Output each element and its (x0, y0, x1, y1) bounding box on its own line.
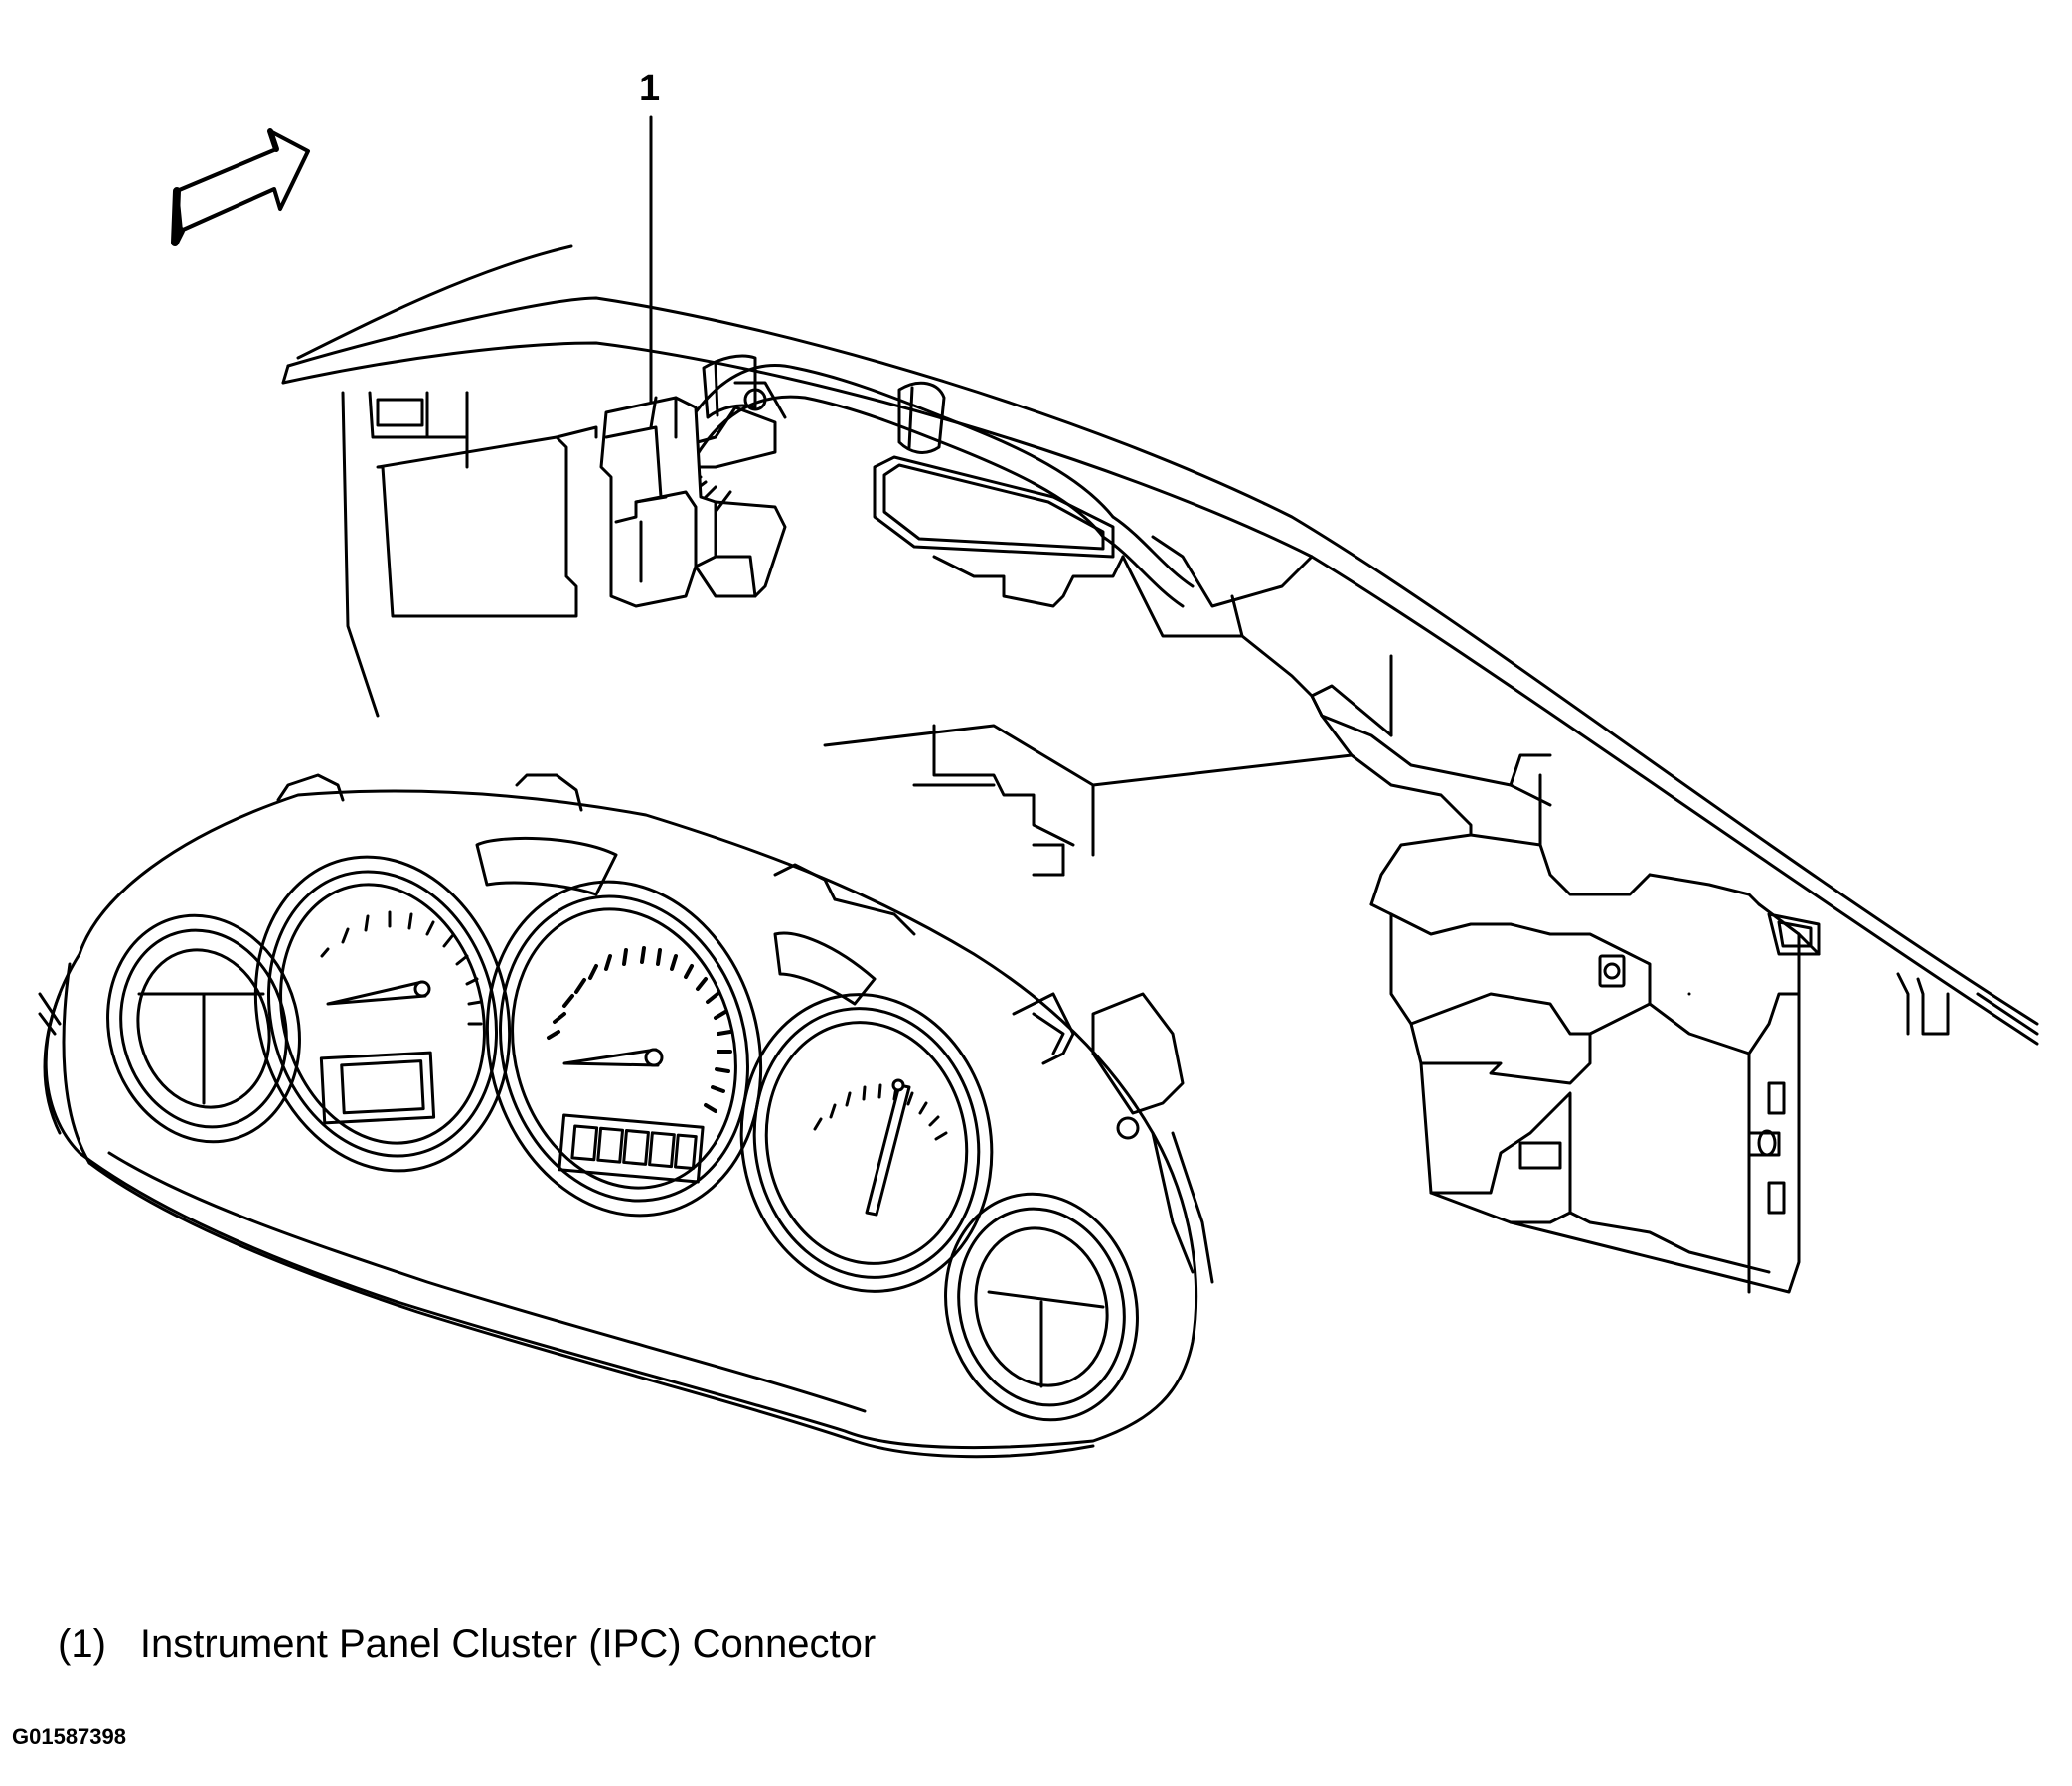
legend-number: (1) (58, 1622, 106, 1666)
callout-number: 1 (639, 68, 661, 109)
legend-item: (1) Instrument Panel Cluster (IPC) Conne… (58, 1622, 876, 1667)
instrument-panel-cluster (40, 775, 1212, 1457)
direction-arrow-icon (175, 131, 308, 243)
legend-text: Instrument Panel Cluster (IPC) Connector (139, 1622, 877, 1666)
ipc-connector (601, 356, 1193, 606)
figure-id: G01587398 (12, 1724, 126, 1749)
instrument-panel-carrier (283, 246, 2037, 1292)
